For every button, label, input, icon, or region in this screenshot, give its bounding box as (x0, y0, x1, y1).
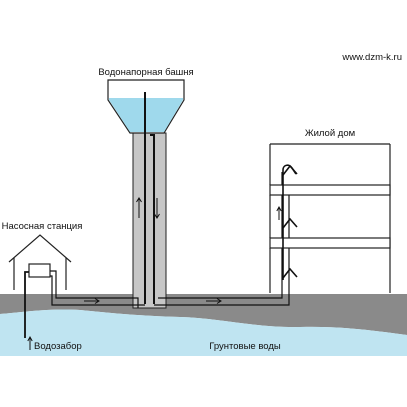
pumping-station (8, 234, 72, 290)
tower-outflow-pipe (150, 134, 155, 304)
tower-to-house-pipe-top (158, 172, 283, 299)
house-up-arrow (276, 205, 282, 220)
water-intake-arrow (27, 335, 33, 350)
pump-unit (28, 263, 51, 278)
water-tower-shaft (132, 132, 167, 309)
pumping-station-label: Насосная станция (2, 221, 83, 232)
ground (0, 294, 407, 335)
intake-pipe (24, 271, 29, 338)
water-tower-label: Водонапорная башня (98, 67, 193, 78)
water-intake-label: Водозабор (34, 341, 82, 352)
pump-to-tower-pipe-bottom (50, 275, 145, 306)
flow-arrow-to-house (206, 298, 222, 304)
groundwater-label: Грунтовые воды (209, 341, 281, 352)
pump-to-tower-pipe-top (50, 270, 139, 308)
house-riser-pipe (282, 164, 298, 280)
tower-down-arrow (154, 198, 160, 219)
tower-to-house-pipe-bottom (154, 185, 290, 306)
watermark-text: www.dzm-k.ru (341, 52, 402, 63)
groundwater (0, 309, 407, 356)
residential-house (269, 143, 391, 293)
residential-house-label: Жилой дом (305, 128, 355, 139)
tower-up-arrow (136, 197, 142, 218)
flow-arrow-to-tower (84, 298, 100, 304)
